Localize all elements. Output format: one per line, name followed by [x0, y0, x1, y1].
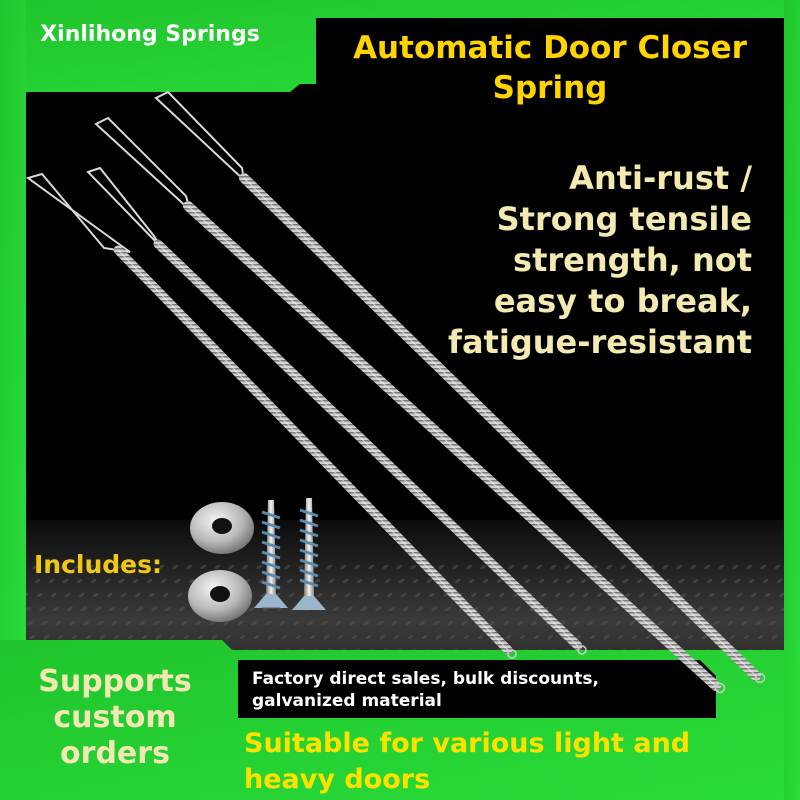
brand-name: Xinlihong Springs [40, 22, 260, 47]
spring-2 [86, 166, 587, 655]
feature-line-2: Strong tensile [496, 200, 752, 238]
feature-line-5: fatigue-resistant [448, 323, 752, 361]
title-line-2: Spring [492, 70, 608, 106]
feature-line-3: strength, not [513, 241, 752, 279]
feature-line-1: Anti-rust / [569, 159, 752, 197]
custom-line-2: custom [53, 700, 177, 735]
title-line-1: Automatic Door Closer [353, 30, 747, 66]
sales-notes: Factory direct sales, bulk discounts, ga… [252, 668, 692, 712]
notes-panel [238, 660, 716, 718]
spring-4 [154, 90, 766, 684]
screw-left [254, 500, 288, 609]
custom-line-1: Supports [38, 664, 192, 699]
washer-bottom [188, 570, 252, 622]
suitable-line-1: Suitable for various light and [244, 728, 691, 759]
feature-line-4: easy to break, [493, 282, 752, 320]
notes-line-1: Factory direct sales, bulk discounts, [252, 669, 599, 689]
spring-1 [25, 172, 517, 659]
custom-line-3: orders [60, 736, 170, 771]
screw-right [292, 498, 326, 610]
notes-line-2: galvanized material [252, 691, 442, 711]
spring-3 [94, 116, 726, 694]
title-panel [316, 18, 784, 114]
washer-top [190, 502, 254, 554]
suitability-text: Suitable for various light and heavy doo… [244, 726, 784, 798]
product-title: Automatic Door Closer Spring [316, 28, 784, 108]
suitable-line-2: heavy doors [244, 764, 431, 795]
includes-label: Includes: [34, 550, 163, 579]
custom-orders-text: Supports custom orders [8, 664, 222, 772]
feature-list: Anti-rust / Strong tensile strength, not… [352, 158, 752, 363]
